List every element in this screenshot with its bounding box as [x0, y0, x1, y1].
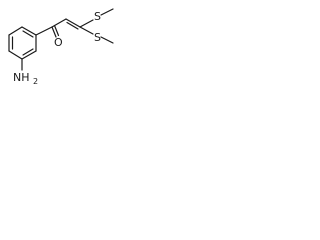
- bond-beta-sulfur-bottom: [79, 26, 94, 35]
- bond-sulfur-bottom-methyl: [100, 36, 114, 44]
- amine-subscript: 2: [33, 77, 38, 86]
- benzene-ring: [8, 26, 37, 60]
- atom-sulfur-bottom: S: [94, 31, 101, 44]
- atom-oxygen: O: [54, 36, 63, 49]
- bond-carbonyl-alpha: [51, 18, 67, 28]
- bond-alpha-beta-double: [66, 21, 79, 30]
- bond-alpha-beta: [65, 18, 81, 28]
- ring-double-bond: [22, 48, 34, 56]
- chemical-structure: S S O NH 2: [8, 8, 114, 86]
- ring-bond: [21, 26, 37, 36]
- ring-bond: [21, 50, 37, 60]
- ring-double-bond: [22, 30, 34, 38]
- bond-carbonyl-oxygen: [51, 26, 57, 38]
- bond-ring-carbonyl: [35, 26, 53, 36]
- atom-sulfur-top: S: [94, 10, 101, 23]
- bond-beta-sulfur-top: [79, 19, 94, 28]
- ring-bond: [8, 50, 23, 60]
- bond-carbonyl-oxygen-double: [53, 24, 60, 37]
- bond-sulfur-top-methyl: [100, 8, 114, 16]
- amine-main: NH: [13, 71, 30, 84]
- atom-amine: NH 2: [13, 71, 38, 86]
- ring-bond: [8, 26, 23, 36]
